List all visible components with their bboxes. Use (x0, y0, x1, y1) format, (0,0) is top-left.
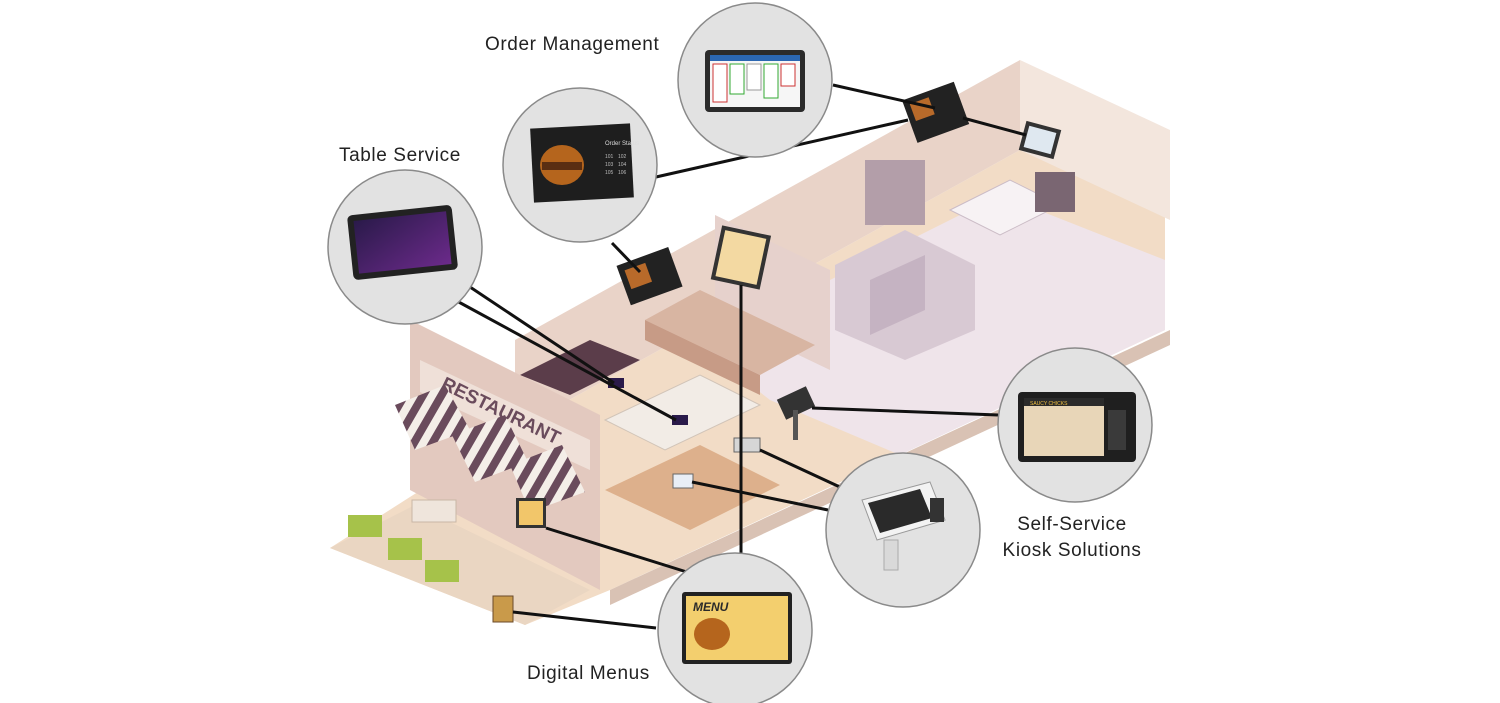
connector-digital-menu-sidewalk (512, 610, 657, 630)
patio-planter-3 (425, 560, 459, 582)
connector-kiosk-table (691, 480, 829, 512)
patio-table (411, 499, 457, 523)
label-self-service: Self-Service Kiosk Solutions (992, 512, 1152, 564)
menu-burger-image (694, 618, 730, 650)
callout-order-management (677, 2, 833, 158)
cooler-door (870, 255, 925, 335)
order-ticket-5 (780, 63, 796, 87)
kiosk-screen-header (1024, 398, 1104, 406)
wall-screen-dining-image (624, 262, 653, 290)
table-tablet-screen (353, 211, 452, 274)
order-ticket-1 (712, 63, 728, 103)
hanging-menu-screen-content (715, 230, 767, 285)
kitchen-terminal-screen (1023, 125, 1057, 155)
kiosk-card-reader (1108, 410, 1126, 450)
stand-kiosk-display (868, 489, 932, 533)
label-self-service-line2: Kiosk Solutions (1002, 540, 1142, 561)
callout-kiosk-countertop: SAUCY CHICKS (997, 347, 1153, 503)
order-number-5: 105 (605, 170, 614, 176)
order-number-2: 102 (618, 154, 627, 160)
kitchen-shelving (865, 160, 925, 225)
label-order-management: Order Management (485, 34, 660, 55)
connector-table-service-2 (454, 298, 677, 422)
callout-digital-menu: MENU (657, 552, 813, 703)
right-wall (1020, 60, 1170, 220)
order-tablet-header (710, 55, 800, 61)
patio-planter-2 (388, 538, 422, 560)
kiosk-screen (1024, 398, 1104, 456)
callout-order-status: Order Status 101 102 103 104 105 106 (502, 87, 658, 243)
wall-screen-kitchen (902, 81, 970, 143)
order-number-3: 103 (605, 162, 614, 168)
table-tablet-2 (672, 415, 688, 425)
connector-order-status-dining (610, 241, 642, 274)
callout-kiosk-stand (825, 452, 981, 608)
bar-counter (645, 290, 815, 375)
bar-counter-front (645, 320, 760, 395)
order-number-4: 104 (618, 162, 627, 168)
stand-kiosk-payment-terminal (930, 498, 944, 522)
burger-patty (542, 162, 582, 170)
connector-lines (454, 83, 1027, 630)
label-self-service-line1: Self-Service (1017, 514, 1127, 535)
order-status-title: Order Status (605, 141, 639, 147)
table-tablet-1 (608, 378, 624, 388)
order-number-6: 106 (618, 170, 627, 176)
storefront-menu-screen-content (519, 501, 543, 525)
callout-table-service (327, 169, 483, 325)
patio-planter-1 (348, 515, 382, 537)
order-number-1: 101 (605, 154, 614, 160)
label-table-service: Table Service (339, 145, 461, 166)
menu-poster-title: MENU (693, 600, 729, 614)
patio-ground (330, 505, 590, 625)
kitchen-stove (1035, 172, 1075, 212)
order-ticket-3 (746, 63, 762, 91)
connector-digital-menu-storefront (545, 526, 691, 575)
in-scene-devices (516, 81, 1062, 528)
order-ticket-2 (729, 63, 745, 95)
connector-table-service-1 (469, 285, 615, 385)
counter-kiosk-scene (733, 437, 761, 453)
floor-kiosk-stand (793, 410, 798, 440)
table-tablet-3 (672, 473, 694, 489)
order-ticket-4 (763, 63, 779, 99)
awning-right (510, 445, 585, 512)
connector-kiosk-counter (759, 448, 843, 490)
sidewalk-menu-sign (492, 595, 514, 623)
floor-kiosk-scene (776, 386, 816, 420)
label-digital-menus: Digital Menus (527, 663, 650, 684)
connector-kiosk-floor (811, 406, 999, 417)
connector-order-management (832, 83, 936, 110)
awning-left (395, 385, 470, 450)
kiosk-screen-title: SAUCY CHICKS (1030, 401, 1068, 407)
dining-tables (603, 374, 762, 451)
awning-middle (452, 415, 528, 482)
connector-order-management-2 (962, 116, 1027, 137)
stand-kiosk-pole (883, 539, 899, 571)
